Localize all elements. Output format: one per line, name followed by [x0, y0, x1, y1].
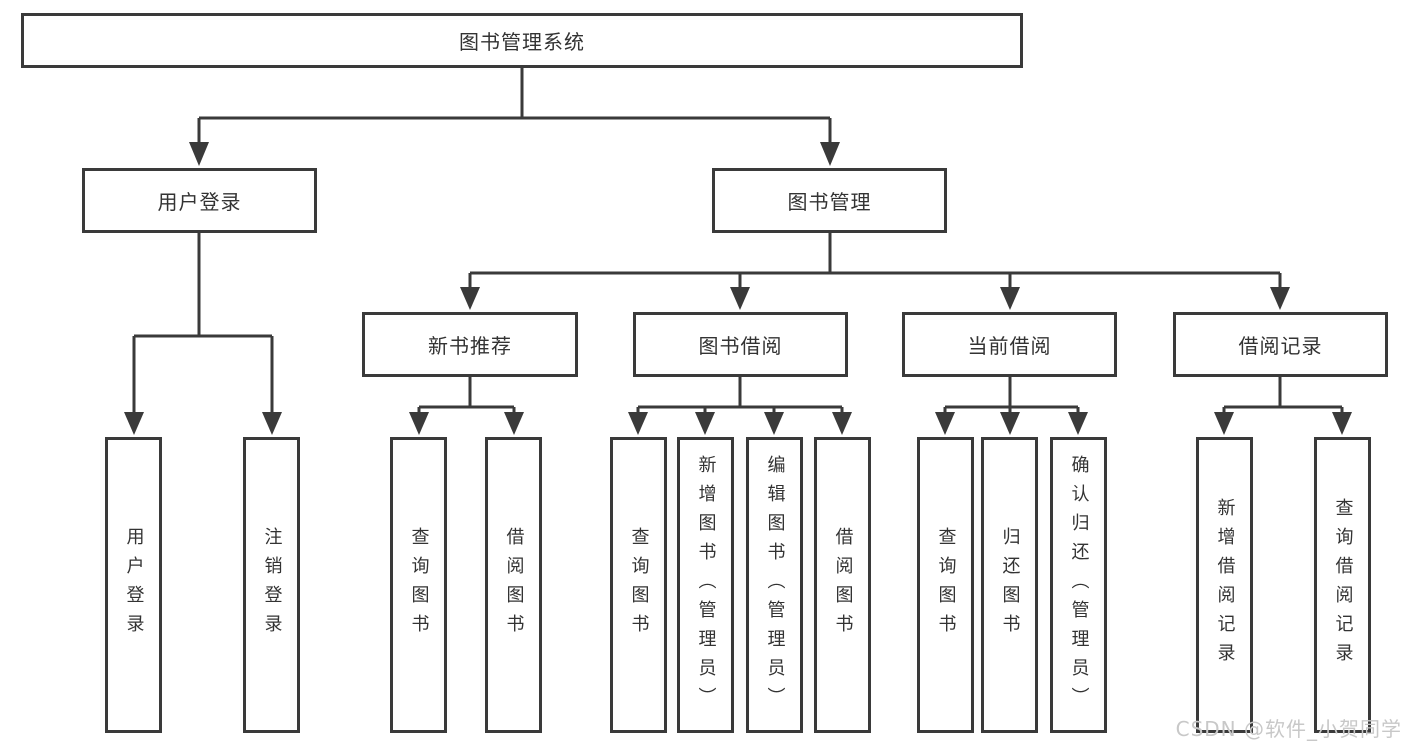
- leaf-label: 新增图书（管理员）: [695, 454, 717, 716]
- arrowhead: [1000, 287, 1020, 310]
- node-book-borrow: 图书借阅: [633, 312, 848, 377]
- arrowhead: [628, 412, 648, 435]
- arrowhead: [124, 412, 144, 435]
- arrowhead: [820, 142, 840, 166]
- arrowhead: [695, 412, 715, 435]
- leaf-logout: 注销登录: [243, 437, 300, 733]
- leaf-add-borrow-record: 新增借阅记录: [1196, 437, 1253, 733]
- leaf-query-books-current: 查询图书: [917, 437, 974, 733]
- leaf-label: 新增借阅记录: [1214, 498, 1236, 672]
- node-user-login: 用户登录: [82, 168, 317, 233]
- leaf-confirm-return-admin: 确认归还（管理员）: [1050, 437, 1107, 733]
- leaf-query-books-recommend: 查询图书: [390, 437, 447, 733]
- leaf-query-books-borrow: 查询图书: [610, 437, 667, 733]
- leaf-label: 确认归还（管理员）: [1068, 454, 1090, 716]
- leaf-edit-books-admin: 编辑图书（管理员）: [746, 437, 803, 733]
- connector-book-mgmt-fork: [468, 233, 1282, 290]
- node-root-label: 图书管理系统: [459, 30, 585, 54]
- node-borrow-records: 借阅记录: [1173, 312, 1388, 377]
- connector-new-book-fork: [417, 377, 516, 415]
- node-new-book-recommend: 新书推荐: [362, 312, 578, 377]
- leaf-label: 查询图书: [628, 527, 650, 643]
- node-label: 用户登录: [157, 190, 242, 214]
- leaf-return-books: 归还图书: [981, 437, 1038, 733]
- arrowhead: [504, 412, 524, 435]
- node-label: 图书借阅: [698, 334, 783, 358]
- connector-current-borrow-fork: [943, 377, 1080, 415]
- arrowhead: [1332, 412, 1352, 435]
- node-root-system: 图书管理系统: [21, 13, 1023, 68]
- connector-root-to-branches: [197, 68, 832, 145]
- node-label: 图书管理: [787, 190, 872, 214]
- arrowhead: [1068, 412, 1088, 435]
- node-label: 借阅记录: [1238, 334, 1323, 358]
- leaf-user-login: 用户登录: [105, 437, 162, 733]
- arrowhead: [935, 412, 955, 435]
- leaf-query-borrow-record: 查询借阅记录: [1314, 437, 1371, 733]
- leaf-label: 查询借阅记录: [1332, 498, 1354, 672]
- arrowhead: [1270, 287, 1290, 310]
- leaf-label: 编辑图书（管理员）: [764, 454, 786, 716]
- node-book-management: 图书管理: [712, 168, 947, 233]
- arrowhead: [460, 287, 480, 310]
- leaf-label: 归还图书: [999, 527, 1021, 643]
- node-label: 新书推荐: [428, 334, 512, 358]
- leaf-add-books-admin: 新增图书（管理员）: [677, 437, 734, 733]
- leaf-borrow-books: 借阅图书: [814, 437, 871, 733]
- connector-book-borrow-fork: [636, 377, 844, 415]
- leaf-label: 注销登录: [261, 527, 283, 643]
- leaf-label: 用户登录: [123, 527, 145, 643]
- leaf-label: 借阅图书: [832, 527, 854, 643]
- node-current-borrow: 当前借阅: [902, 312, 1117, 377]
- arrowhead: [409, 412, 429, 435]
- arrowhead: [189, 142, 209, 166]
- arrowhead: [832, 412, 852, 435]
- leaf-label: 借阅图书: [503, 527, 525, 643]
- leaf-borrow-books-recommend: 借阅图书: [485, 437, 542, 733]
- connector-borrow-records-fork: [1222, 377, 1344, 415]
- csdn-watermark: CSDN @软件_小贺同学: [1175, 717, 1402, 741]
- arrowhead: [764, 412, 784, 435]
- arrowhead: [1000, 412, 1020, 435]
- leaf-label: 查询图书: [408, 527, 430, 643]
- leaf-label: 查询图书: [935, 527, 957, 643]
- arrowhead: [262, 412, 282, 435]
- arrowhead: [1214, 412, 1234, 435]
- connector-user-login-fork: [132, 233, 274, 415]
- arrowhead: [730, 287, 750, 310]
- node-label: 当前借阅: [967, 334, 1052, 358]
